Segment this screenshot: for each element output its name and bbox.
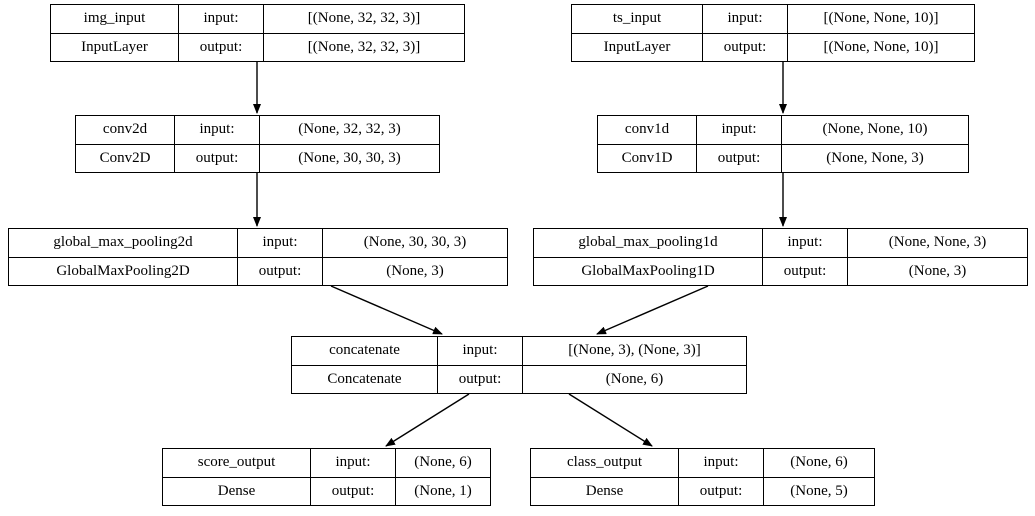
input-shape-value: (None, 6) (790, 454, 848, 471)
output-shape-value: (None, 3) (908, 262, 967, 279)
input-shape-value: (None, None, 10) (822, 121, 928, 138)
output-shape-value: (None, 30, 30, 3) (298, 149, 401, 166)
input-shape-value: [(None, 32, 32, 3)] (307, 10, 421, 27)
layer-class-name: Concatenate (292, 365, 438, 393)
output-shape-value: (None, 1) (414, 482, 472, 499)
layer-class-name: InputLayer (572, 33, 703, 61)
output-label: output: (438, 365, 523, 393)
input-label: input: (311, 449, 396, 477)
layer-class-name: Conv2D (76, 144, 175, 172)
output-shape-value: (None, None, 3) (826, 149, 924, 166)
layer-class-name: Conv1D (598, 144, 697, 172)
input-label: input: (438, 337, 523, 365)
edge-concatenate-to-class_output (568, 393, 653, 447)
output-shape-value: (None, 5) (790, 482, 848, 499)
layer-name: img_input (51, 5, 179, 33)
input-shape-value: [(None, 3), (None, 3)] (568, 342, 701, 359)
input-label: input: (763, 229, 848, 257)
input-shape-value: [(None, None, 10)] (823, 10, 939, 27)
edge-global_max_pooling1d-to-concatenate (596, 285, 709, 335)
edge-global_max_pooling2d-to-concatenate (330, 285, 443, 335)
output-label: output: (679, 477, 764, 505)
layer-name: class_output (531, 449, 679, 477)
input-label: input: (703, 5, 788, 33)
input-shape-value: (None, 6) (414, 454, 472, 471)
layer-class-name: Dense (163, 477, 311, 505)
input-label: input: (679, 449, 764, 477)
output-shape-value: (None, 3) (386, 262, 444, 279)
edge-concatenate-to-score_output (385, 393, 470, 447)
output-shape-value: [(None, None, 10)] (823, 38, 939, 55)
layer-class-name: Dense (531, 477, 679, 505)
input-shape-value: (None, 30, 30, 3) (363, 234, 467, 251)
input-shape-value: (None, None, 3) (888, 234, 987, 251)
input-label: input: (697, 116, 782, 144)
layer-name: score_output (163, 449, 311, 477)
layer-name: global_max_pooling2d (9, 229, 238, 257)
layer-class-name: InputLayer (51, 33, 179, 61)
output-label: output: (703, 33, 788, 61)
output-label: output: (697, 144, 782, 172)
layer-name: conv2d (76, 116, 175, 144)
layer-class-name: GlobalMaxPooling1D (534, 257, 763, 285)
output-shape-value: [(None, 32, 32, 3)] (307, 38, 421, 55)
input-label: input: (238, 229, 323, 257)
layer-name: conv1d (598, 116, 697, 144)
input-label: input: (179, 5, 264, 33)
layer-class-name: GlobalMaxPooling2D (9, 257, 238, 285)
output-label: output: (311, 477, 396, 505)
output-label: output: (238, 257, 323, 285)
output-label: output: (763, 257, 848, 285)
input-shape-value: (None, 32, 32, 3) (298, 121, 401, 138)
layer-name: ts_input (572, 5, 703, 33)
input-label: input: (175, 116, 260, 144)
layer-name: concatenate (292, 337, 438, 365)
output-label: output: (175, 144, 260, 172)
output-shape-value: (None, 6) (605, 370, 664, 387)
layer-name: global_max_pooling1d (534, 229, 763, 257)
output-label: output: (179, 33, 264, 61)
